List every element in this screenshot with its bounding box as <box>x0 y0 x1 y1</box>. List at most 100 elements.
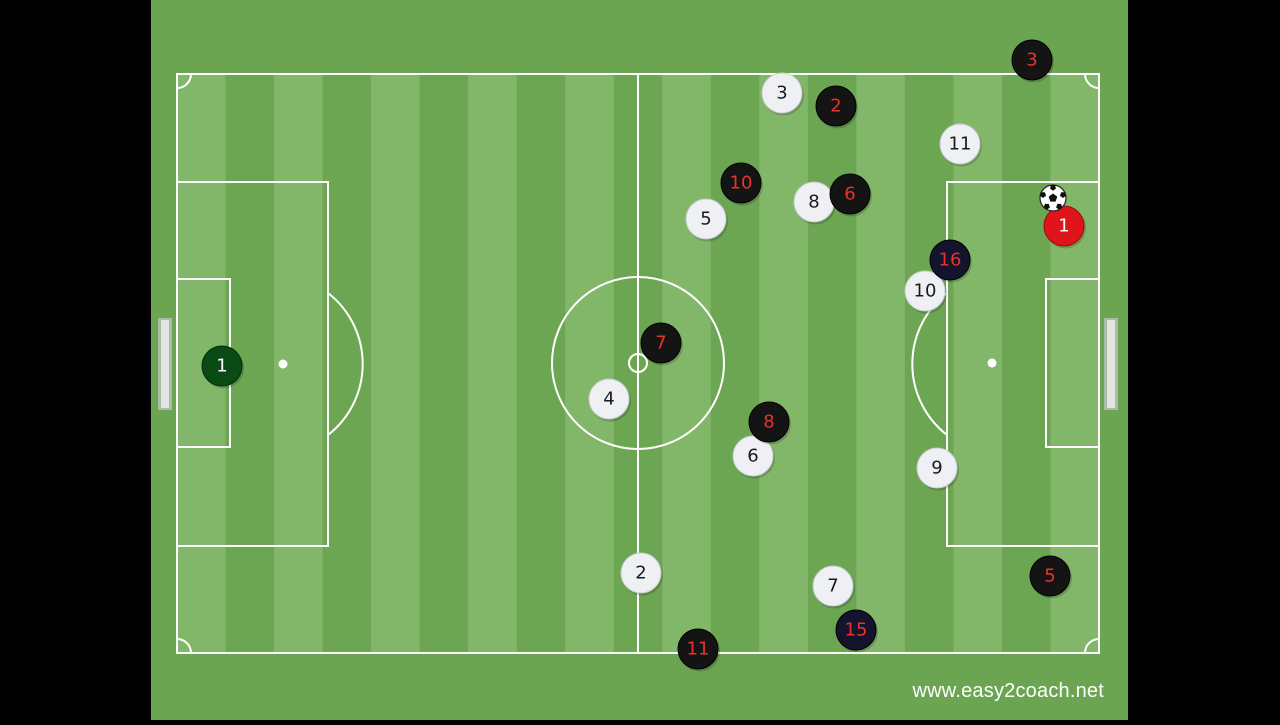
grass-stripe <box>710 74 760 653</box>
player-disc <box>815 85 857 127</box>
player-disc <box>939 123 981 165</box>
left-penalty-arc <box>327 292 364 436</box>
left-goal-icon <box>158 318 172 410</box>
player-token-white-2[interactable]: 2 <box>620 552 663 596</box>
player-disc <box>685 198 727 240</box>
right-goal-icon <box>1104 318 1118 410</box>
player-token-black-5[interactable]: 5 <box>1029 555 1072 599</box>
player-number: 1 <box>216 356 227 377</box>
player-disc <box>748 401 790 443</box>
grass-stripe <box>322 74 372 653</box>
player-number: 10 <box>914 281 937 302</box>
player-disc <box>677 628 719 670</box>
corner-arc <box>1084 73 1100 89</box>
player-disc <box>829 173 871 215</box>
player-token-black-1[interactable]: 1 <box>1043 205 1086 249</box>
grass-stripe <box>807 74 857 653</box>
grass-stripe <box>1001 74 1051 653</box>
player-number: 5 <box>1044 566 1055 587</box>
player-number: 3 <box>1026 50 1037 71</box>
ball-patch <box>1059 192 1066 198</box>
player-disc <box>588 378 630 420</box>
player-disc <box>732 435 774 477</box>
soccer-ball-icon[interactable] <box>1039 184 1067 212</box>
player-disc <box>904 270 946 312</box>
player-disc <box>835 609 877 651</box>
ball-patch <box>1050 184 1056 191</box>
player-token-white-4[interactable]: 4 <box>588 378 631 422</box>
player-token-black-6[interactable]: 6 <box>829 173 872 217</box>
player-number: 3 <box>776 83 787 104</box>
player-number: 6 <box>844 184 855 205</box>
left-penalty-spot <box>278 359 288 369</box>
player-number: 5 <box>700 209 711 230</box>
player-number: 4 <box>603 389 614 410</box>
right-goal-area <box>1045 278 1100 448</box>
ball-patch <box>1040 192 1047 198</box>
player-number: 1 <box>1058 216 1069 237</box>
player-disc <box>929 239 971 281</box>
player-number: 11 <box>949 134 972 155</box>
center-mark <box>628 353 648 373</box>
player-disc <box>1011 39 1053 81</box>
player-number: 2 <box>635 563 646 584</box>
player-token-white-11[interactable]: 11 <box>939 123 982 167</box>
player-token-black-3[interactable]: 3 <box>1011 39 1054 83</box>
player-number: 10 <box>730 173 753 194</box>
player-disc <box>640 322 682 364</box>
player-token-white-1[interactable]: 1 <box>201 345 244 389</box>
player-token-white-7[interactable]: 7 <box>812 565 855 609</box>
grass-stripe <box>662 74 712 653</box>
ball-patch <box>1043 203 1050 210</box>
grass-stripe <box>516 74 566 653</box>
player-token-white-10[interactable]: 10 <box>904 270 947 314</box>
player-token-black-2[interactable]: 2 <box>815 85 858 129</box>
player-number: 7 <box>655 333 666 354</box>
player-number: 15 <box>845 620 868 641</box>
player-token-white-3[interactable]: 3 <box>761 72 804 116</box>
player-disc <box>720 162 762 204</box>
grass-stripe <box>856 74 906 653</box>
player-token-white-5[interactable]: 5 <box>685 198 728 242</box>
player-token-black-10[interactable]: 10 <box>720 162 763 206</box>
ball-patch <box>1056 203 1063 210</box>
grass-stripe <box>468 74 518 653</box>
ball-patch <box>1048 193 1058 202</box>
player-number: 8 <box>808 192 819 213</box>
player-disc <box>620 552 662 594</box>
player-disc <box>916 447 958 489</box>
corner-arc <box>176 73 192 89</box>
player-number: 11 <box>687 639 710 660</box>
player-disc <box>201 345 243 387</box>
player-disc <box>761 72 803 114</box>
player-token-white-6[interactable]: 6 <box>732 435 775 479</box>
player-number: 7 <box>827 576 838 597</box>
grass-stripe <box>1050 74 1100 653</box>
player-token-white-8[interactable]: 8 <box>793 181 836 225</box>
player-token-black-7[interactable]: 7 <box>640 322 683 366</box>
goals <box>158 318 1118 410</box>
player-token-black-15[interactable]: 15 <box>835 609 878 653</box>
watermark: www.easy2coach.net <box>912 680 1104 702</box>
player-token-white-9[interactable]: 9 <box>916 447 959 491</box>
player-number: 8 <box>763 412 774 433</box>
player-token-black-16[interactable]: 16 <box>929 239 972 283</box>
player-number: 16 <box>939 250 962 271</box>
player-number: 9 <box>931 458 942 479</box>
right-penalty-spot <box>987 358 997 368</box>
player-number: 6 <box>747 446 758 467</box>
grass-stripes <box>151 0 1128 720</box>
grass-stripe <box>371 74 421 653</box>
grass-stripe <box>759 74 809 653</box>
player-number: 2 <box>830 96 841 117</box>
grass-stripe <box>419 74 469 653</box>
player-disc <box>1043 205 1085 247</box>
corner-arc <box>1084 638 1100 654</box>
corner-arc <box>176 638 192 654</box>
player-disc <box>812 565 854 607</box>
player-token-black-8[interactable]: 8 <box>748 401 791 445</box>
center-circle <box>551 276 725 450</box>
player-token-black-11[interactable]: 11 <box>677 628 720 672</box>
